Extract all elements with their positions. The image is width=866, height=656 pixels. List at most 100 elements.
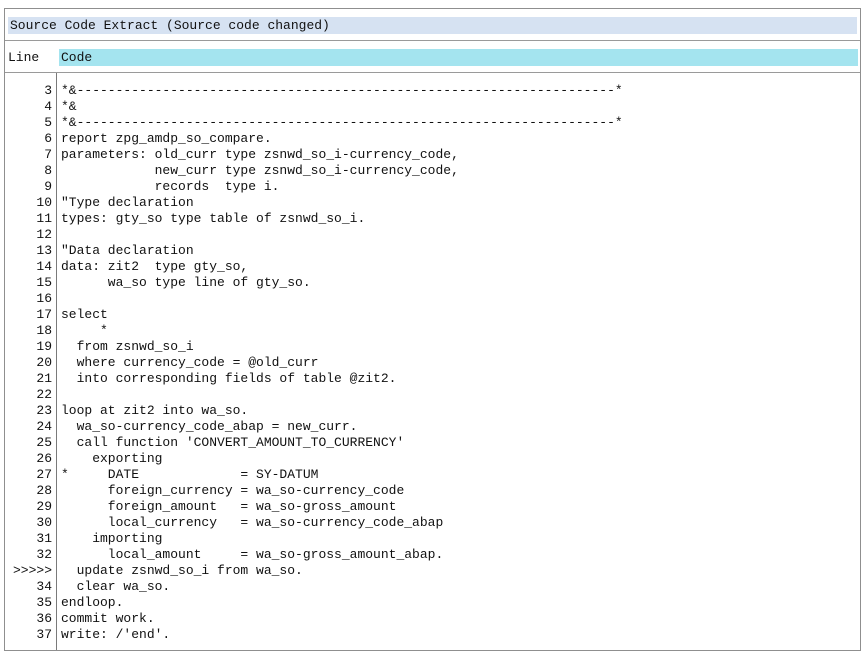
code-line: 24 wa_so-currency_code_abap = new_curr. [5,419,860,435]
code-line: 30 local_currency = wa_so-currency_code_… [5,515,860,531]
line-number: 13 [36,243,52,258]
code-text: data: zit2 type gty_so, [61,259,249,274]
code-line: 4 *& [5,99,860,115]
source-extract-panel: Source Code Extract (Source code changed… [4,8,861,651]
line-number: 12 [36,227,52,242]
line-number: 35 [36,595,52,610]
line-number: 21 [36,371,52,386]
line-number: 30 [36,515,52,530]
code-text: parameters: old_curr type zsnwd_so_i-cur… [61,147,459,162]
code-text: importing [61,531,163,546]
code-text: loop at zit2 into wa_so. [61,403,249,418]
code-line: 15 wa_so type line of gty_so. [5,275,860,291]
code-line: 10"Type declaration [5,195,860,211]
code-line: 22 [5,387,860,403]
code-line: 17 select [5,307,860,323]
line-number: 4 [44,99,52,114]
line-number: 23 [36,403,52,418]
code-text: records type i. [61,179,280,194]
code-text: where currency_code = @old_curr [61,355,319,370]
line-number: 29 [36,499,52,514]
line-number: 16 [36,291,52,306]
code-line: 20 where currency_code = @old_curr [5,355,860,371]
line-number-divider [56,73,57,650]
line-number: 27 [36,467,52,482]
header-divider [5,40,860,41]
code-text: wa_so type line of gty_so. [61,275,311,290]
code-line: 18 * [5,323,860,339]
line-number: 19 [36,339,52,354]
code-text: *&--------------------------------------… [61,83,623,98]
code-line: 32 local_amount = wa_so-gross_amount_aba… [5,547,860,563]
line-number: 18 [36,323,52,338]
code-text: new_curr type zsnwd_so_i-currency_code, [61,163,459,178]
code-line: 26 exporting [5,451,860,467]
code-text: into corresponding fields of table @zit2… [61,371,397,386]
line-number: 17 [36,307,52,322]
code-text: foreign_amount = wa_so-gross_amount [61,499,397,514]
code-text: * DATE = SY-DATUM [61,467,319,482]
code-text: select [61,307,108,322]
column-header-line: Line [5,49,57,66]
line-number: 20 [36,355,52,370]
code-line: 12 [5,227,860,243]
code-line: 28 foreign_currency = wa_so-currency_cod… [5,483,860,499]
column-header-code: Code [59,49,858,66]
code-listing[interactable]: 3 *&-------------------------------------… [5,83,860,643]
code-text: exporting [61,451,163,466]
code-line: >>>>> update zsnwd_so_i from wa_so. [5,563,860,579]
code-text: from zsnwd_so_i [61,339,194,354]
line-number: 11 [36,211,52,226]
code-text: call function 'CONVERT_AMOUNT_TO_CURRENC… [61,435,405,450]
line-number: 32 [36,547,52,562]
code-line: 27 * DATE = SY-DATUM [5,467,860,483]
code-text: foreign_currency = wa_so-currency_code [61,483,405,498]
code-text: commit work. [61,611,155,626]
code-line: 16 [5,291,860,307]
code-text: "Data declaration [61,243,194,258]
code-text: write: /'end'. [61,627,171,642]
line-number: 9 [44,179,52,194]
line-number: 31 [36,531,52,546]
code-line: 5 *&-------------------------------------… [5,115,860,131]
line-number: 24 [36,419,52,434]
code-line: 35 endloop. [5,595,860,611]
code-line: 25 call function 'CONVERT_AMOUNT_TO_CURR… [5,435,860,451]
line-number: 5 [44,115,52,130]
code-text: endloop. [61,595,124,610]
line-number: 34 [36,579,52,594]
code-line: 29 foreign_amount = wa_so-gross_amount [5,499,860,515]
code-line: 36 commit work. [5,611,860,627]
code-line: 7 parameters: old_curr type zsnwd_so_i-cu… [5,147,860,163]
code-line: 21 into corresponding fields of table @z… [5,371,860,387]
code-text: *& [61,99,77,114]
code-line: 19 from zsnwd_so_i [5,339,860,355]
code-line: 37 write: /'end'. [5,627,860,643]
line-number: 7 [44,147,52,162]
line-number: 22 [36,387,52,402]
line-number: 3 [44,83,52,98]
code-line: 23 loop at zit2 into wa_so. [5,403,860,419]
line-number: 14 [36,259,52,274]
line-number: 8 [44,163,52,178]
code-line: 9 records type i. [5,179,860,195]
code-text: local_amount = wa_so-gross_amount_abap. [61,547,444,562]
code-text: clear wa_so. [61,579,171,594]
code-line: 3 *&-------------------------------------… [5,83,860,99]
line-number: 36 [36,611,52,626]
code-line: 31 importing [5,531,860,547]
code-text: types: gty_so type table of zsnwd_so_i. [61,211,366,226]
code-text: report zpg_amdp_so_compare. [61,131,272,146]
code-text: *&--------------------------------------… [61,115,623,130]
code-line: 34 clear wa_so. [5,579,860,595]
code-line: 13 "Data declaration [5,243,860,259]
line-number: 37 [36,627,52,642]
code-line: 6 report zpg_amdp_so_compare. [5,131,860,147]
code-line: 11 types: gty_so type table of zsnwd_so_i… [5,211,860,227]
line-number: 6 [44,131,52,146]
line-number: 26 [36,451,52,466]
line-number: 15 [36,275,52,290]
code-text: local_currency = wa_so-currency_code_aba… [61,515,444,530]
line-number: >>>>> [12,563,52,578]
code-text: * [61,323,108,338]
